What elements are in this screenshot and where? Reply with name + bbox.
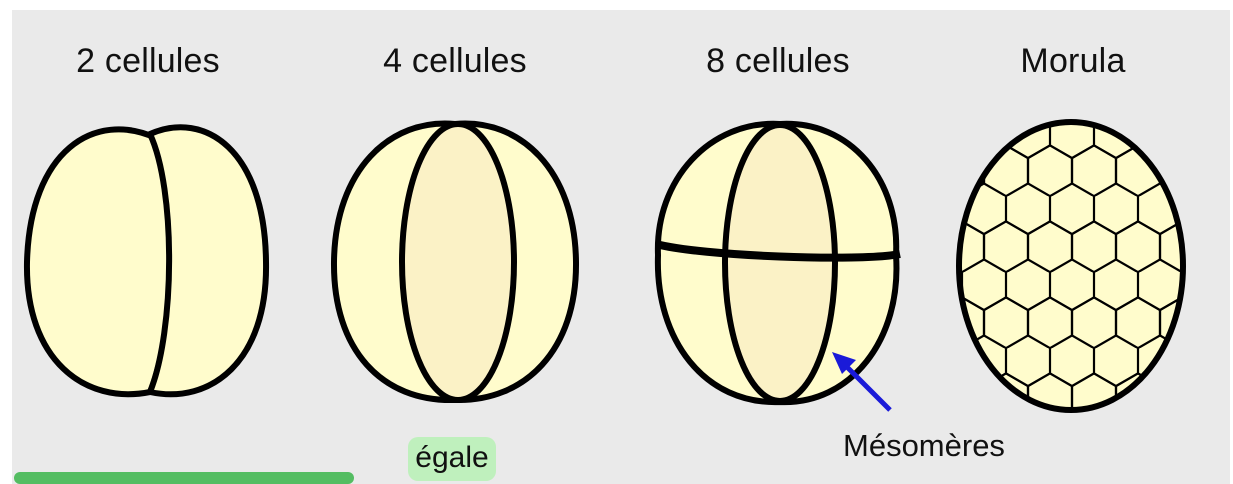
title-4-cells: 4 cellules	[325, 42, 585, 81]
title-2-cells: 2 cellules	[18, 42, 278, 81]
blastomere-left	[27, 129, 170, 394]
label-egale: égale	[408, 437, 496, 481]
embryo-8-cells	[656, 124, 900, 402]
blastomere-right	[150, 127, 266, 394]
morula	[955, 115, 1190, 415]
label-mesomeres: Mésomères	[843, 428, 1005, 464]
cropped-green-text	[14, 472, 354, 484]
title-8-cells: 8 cellules	[648, 42, 908, 81]
title-morula: Morula	[943, 42, 1203, 81]
embryo-2-cells	[27, 127, 266, 394]
blastomere-center	[402, 124, 514, 400]
embryo-4-cells	[334, 124, 576, 401]
blastomere-center-8	[725, 125, 835, 401]
